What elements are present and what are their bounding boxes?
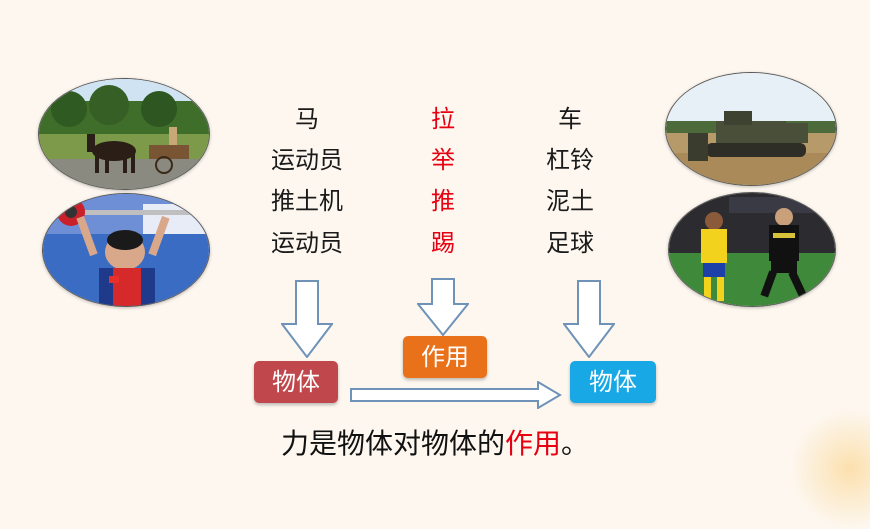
subject-athlete-2: 运动员 bbox=[271, 229, 343, 257]
horse-cart-photo bbox=[38, 78, 210, 190]
conclusion-highlight: 作用 bbox=[504, 427, 561, 460]
subject-athlete: 运动员 bbox=[271, 146, 343, 174]
arrow-down-right-icon bbox=[563, 280, 615, 358]
object-box-left: 物体 bbox=[254, 361, 338, 403]
football-players-photo bbox=[668, 192, 836, 307]
conclusion-sentence: 力是物体对物体的作用。 bbox=[0, 425, 870, 463]
object-box-right: 物体 bbox=[570, 361, 656, 403]
object-cart: 车 bbox=[558, 105, 582, 133]
weightlifter-photo bbox=[42, 193, 210, 307]
conclusion-suffix: 。 bbox=[561, 427, 590, 460]
action-kick: 踢 bbox=[431, 229, 455, 257]
subject-horse: 马 bbox=[295, 105, 319, 133]
arrow-right-icon bbox=[350, 381, 562, 409]
conclusion-prefix: 力是物体对物体的 bbox=[280, 427, 505, 460]
object-soil: 泥土 bbox=[546, 187, 594, 215]
arrow-down-middle-icon bbox=[417, 278, 469, 336]
action-pull: 拉 bbox=[431, 105, 455, 133]
action-box: 作用 bbox=[403, 336, 487, 378]
arrow-down-left-icon bbox=[281, 280, 333, 358]
subject-bulldozer: 推土机 bbox=[271, 187, 343, 215]
action-lift: 举 bbox=[431, 146, 455, 174]
bulldozer-photo bbox=[665, 72, 837, 186]
action-push: 推 bbox=[431, 187, 455, 215]
object-football: 足球 bbox=[546, 229, 594, 257]
object-barbell: 杠铃 bbox=[546, 146, 594, 174]
